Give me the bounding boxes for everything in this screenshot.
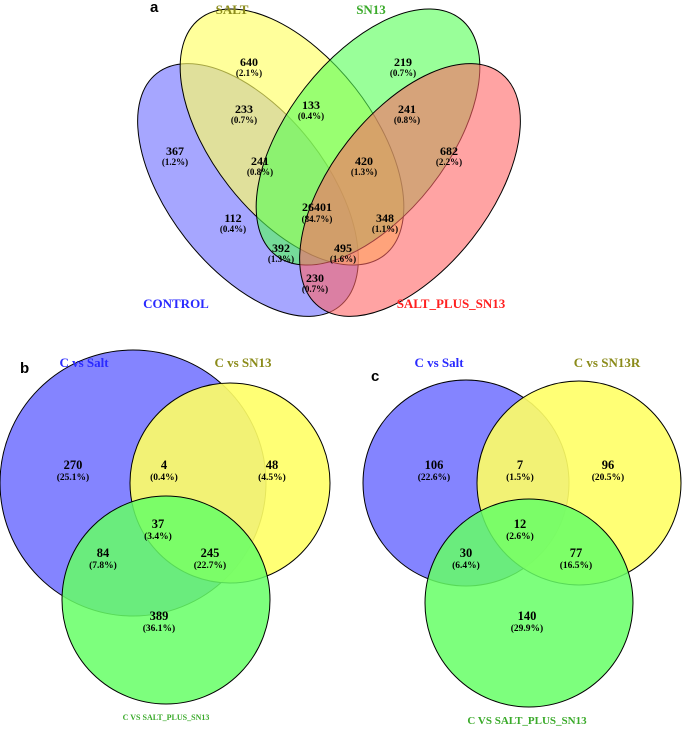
region-count: 7 xyxy=(517,458,523,472)
region-count: 392 xyxy=(272,241,290,255)
region-count: 84 xyxy=(97,546,110,560)
region-count: 4 xyxy=(161,458,168,472)
region-pct: (84.7%) xyxy=(302,214,333,224)
salt-plus-sn13-set-ellipse xyxy=(299,63,521,317)
region-count: 37 xyxy=(152,517,165,531)
region-count: 270 xyxy=(64,458,83,472)
region-count: 245 xyxy=(201,546,220,560)
salt-plus-sn13-set-label: SALT_PLUS_SN13 xyxy=(397,296,506,311)
region-pct: (1.1%) xyxy=(372,224,398,234)
region-count: 348 xyxy=(376,211,394,225)
region-count: 389 xyxy=(150,609,169,623)
region-pct: (1.2%) xyxy=(162,157,188,167)
region-count: 133 xyxy=(302,98,320,112)
region-count: 48 xyxy=(266,458,279,472)
region-count: 682 xyxy=(440,144,458,158)
region-count: 233 xyxy=(235,102,253,116)
region-count: 96 xyxy=(602,458,615,472)
c-vs-salt-plus-sn13-circle xyxy=(61,495,271,705)
region-pct: (36.1%) xyxy=(143,623,175,634)
region-count: 241 xyxy=(398,102,416,116)
control-set-label: CONTROL xyxy=(143,296,209,311)
region-pct: (0.4%) xyxy=(298,111,324,121)
region-count: 26401 xyxy=(302,200,332,214)
c-vs-salt-plus-sn13-label: C VS SALT_PLUS_SN13 xyxy=(467,715,587,727)
region-pct: (2.6%) xyxy=(506,531,534,542)
region-pct: (1.6%) xyxy=(330,254,356,264)
region-count: 241 xyxy=(251,154,269,168)
region-pct: (1.3%) xyxy=(351,167,377,177)
c-vs-salt-label: C vs Salt xyxy=(414,355,464,370)
region-pct: (0.4%) xyxy=(150,472,178,483)
region-pct: (0.4%) xyxy=(220,224,246,234)
region-pct: (25.1%) xyxy=(57,472,89,483)
region-count: 640 xyxy=(240,55,258,69)
region-pct: (7.8%) xyxy=(89,560,117,571)
region-pct: (22.7%) xyxy=(194,560,226,571)
region-count: 230 xyxy=(306,271,324,285)
region-pct: (0.7%) xyxy=(302,284,328,294)
region-count: 112 xyxy=(224,211,241,225)
panel-c: c C vs Salt C vs SN13R C VS SALT_PLUS_SN… xyxy=(362,355,682,727)
region-pct: (1.5%) xyxy=(506,472,534,483)
region-count: 420 xyxy=(355,154,373,168)
region-pct: (0.8%) xyxy=(394,115,420,125)
c-vs-sn13-label: C vs SN13 xyxy=(214,355,272,370)
panel-b-letter: b xyxy=(20,360,29,377)
region-count: 77 xyxy=(570,546,583,560)
c-vs-salt-plus-sn13-label: C VS SALT_PLUS_SN13 xyxy=(123,713,210,722)
region-pct: (0.8%) xyxy=(247,167,273,177)
c-vs-salt-label: C vs Salt xyxy=(59,355,109,370)
region-pct: (20.5%) xyxy=(592,472,624,483)
region-pct: (0.7%) xyxy=(390,68,416,78)
region-count: 219 xyxy=(394,55,412,69)
region-count: 140 xyxy=(518,609,537,623)
region-count: 106 xyxy=(425,458,444,472)
region-count: 30 xyxy=(460,546,473,560)
region-count: 12 xyxy=(514,517,527,531)
region-pct: (2.1%) xyxy=(236,68,262,78)
panel-a-letter: a xyxy=(150,0,159,16)
region-pct: (1.3%) xyxy=(268,254,294,264)
region-pct: (29.9%) xyxy=(511,623,543,634)
salt-set-label: SALT xyxy=(216,2,249,17)
region-count: 367 xyxy=(166,144,184,158)
region-pct: (0.7%) xyxy=(231,115,257,125)
region-pct: (6.4%) xyxy=(452,560,480,571)
c-vs-sn13r-label: C vs SN13R xyxy=(574,355,641,370)
panel-c-letter: c xyxy=(371,368,379,385)
region-count: 495 xyxy=(334,241,352,255)
region-pct: (4.5%) xyxy=(258,472,286,483)
panel-b: b C vs Salt C vs SN13 C VS SALT_PLUS_SN1… xyxy=(0,349,331,722)
panel-a: a SALT SN13 CONTROL SALT_PLUS_SN13 640 (… xyxy=(137,0,521,317)
region-pct: (3.4%) xyxy=(144,531,172,542)
region-pct: (22.6%) xyxy=(418,472,450,483)
region-pct: (16.5%) xyxy=(560,560,592,571)
c-vs-salt-plus-sn13-circle xyxy=(424,498,634,708)
sn13-set-label: SN13 xyxy=(356,2,386,17)
region-pct: (2.2%) xyxy=(436,157,462,167)
